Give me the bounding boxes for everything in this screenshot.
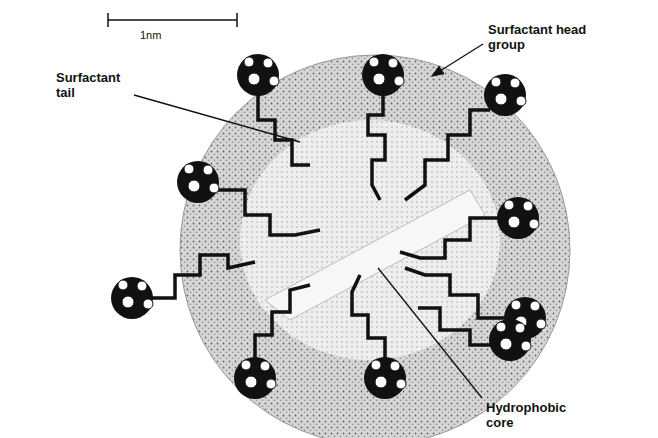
hydrogen-atom <box>496 322 506 332</box>
core-label: Hydrophobic core <box>486 400 586 430</box>
leader-lines <box>134 44 483 398</box>
hydrogen-atom <box>396 379 406 389</box>
hydrogen-atom <box>495 93 507 105</box>
hydrogen-atom <box>137 281 147 291</box>
hydrogen-atom <box>523 201 533 211</box>
hydrogen-atom <box>209 183 219 193</box>
hydrogen-atom <box>529 219 539 229</box>
hydrogen-atom <box>245 376 257 388</box>
surfactant-heads <box>111 54 546 399</box>
hydrogen-atom <box>388 58 398 68</box>
hydrogen-atom <box>510 78 520 88</box>
scale-bar <box>108 13 237 27</box>
scale-label: 1nm <box>140 28 200 43</box>
hydrogen-atom <box>269 76 279 86</box>
hydrogen-atom <box>516 96 526 106</box>
head-group <box>111 277 153 319</box>
hydrogen-atom <box>263 58 273 68</box>
head-group <box>362 54 404 96</box>
hydrogen-atom <box>373 73 385 85</box>
head-group <box>364 357 406 399</box>
hydrogen-atom <box>504 200 514 210</box>
head-group <box>489 319 531 361</box>
hydrogen-atom <box>244 57 254 67</box>
hydrogen-atom <box>188 180 200 192</box>
hydrogen-atom <box>369 57 379 67</box>
core-region <box>240 120 500 360</box>
hydrogen-atom <box>508 216 520 228</box>
hydrogen-atom <box>375 376 387 388</box>
micelle-sphere <box>180 55 570 438</box>
hydrogen-atom <box>248 73 260 85</box>
head-group-label: Surfactant head group <box>488 22 608 52</box>
hydrogen-atom <box>530 301 540 311</box>
core-wedge <box>265 190 485 320</box>
head-group <box>497 197 539 239</box>
hydrogen-atom <box>203 165 213 175</box>
head-group <box>484 74 526 116</box>
tail-label: Surfactant tail <box>56 70 136 100</box>
hydrogen-atom <box>122 296 134 308</box>
hydrogen-atom <box>241 360 251 370</box>
surfactant-tails <box>152 95 505 358</box>
head-group <box>237 54 279 96</box>
head-group <box>234 357 276 399</box>
hydrogen-atom <box>118 280 128 290</box>
hydrogen-atom <box>371 360 381 370</box>
hydrogen-atom <box>390 361 400 371</box>
hydrogen-atom <box>536 319 546 329</box>
hydrogen-atom <box>394 76 404 86</box>
hydrogen-atom <box>184 164 194 174</box>
hydrogen-atom <box>143 299 153 309</box>
head-group <box>177 161 219 203</box>
hydrogen-atom <box>266 379 276 389</box>
hydrogen-atom <box>515 323 525 333</box>
hydrogen-atom <box>260 361 270 371</box>
hydrogen-atom <box>521 341 531 351</box>
hydrogen-atom <box>491 77 501 87</box>
hydrogen-atom <box>500 338 512 350</box>
hydrogen-atom <box>511 300 521 310</box>
